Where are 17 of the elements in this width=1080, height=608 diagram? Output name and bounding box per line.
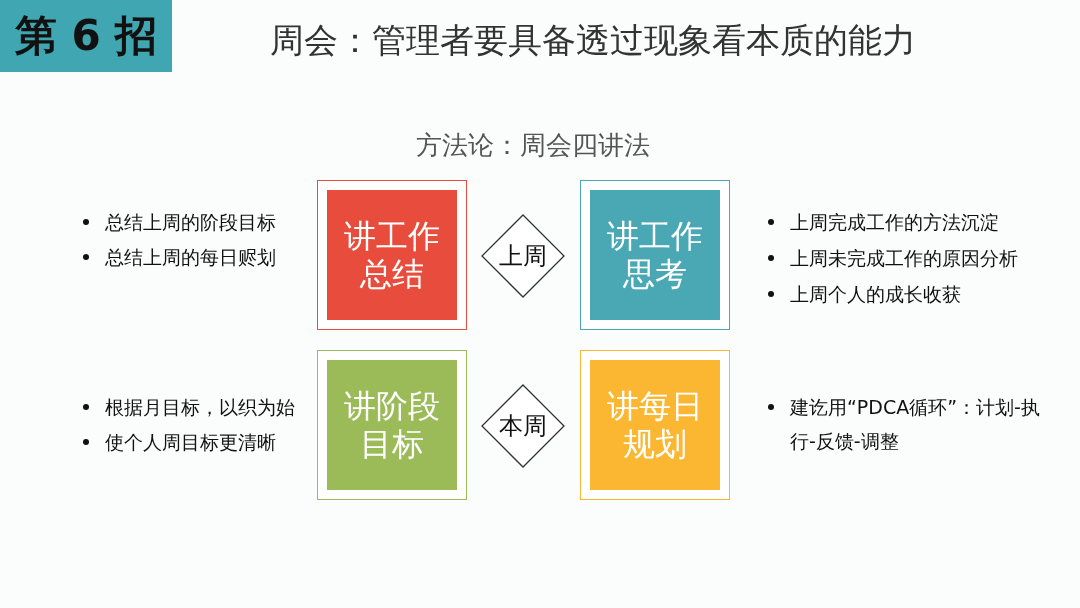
bullet-text: 建讫用“PDCA循环”：计划-执行-反馈-调整 xyxy=(790,395,1041,454)
topic-card: 讲工作思考 xyxy=(580,180,730,330)
bullet-text: 总结上周的每日赆划 xyxy=(105,245,277,270)
slide-title: 周会：管理者要具备透过现象看本质的能力 xyxy=(270,19,916,62)
bullet-text: 上周个人的成长收获 xyxy=(790,282,962,307)
topic-card: 讲工作总结 xyxy=(317,180,467,330)
bullet-text: 上周未完成工作的原因分析 xyxy=(790,246,1019,271)
bullet-text: 使个人周目标更清晰 xyxy=(105,430,277,455)
week-diamond: 上周 xyxy=(481,214,565,298)
week-diamond: 本周 xyxy=(481,384,565,468)
topic-card: 讲阶段目标 xyxy=(317,350,467,500)
bullet-text: 总结上周的阶段目标 xyxy=(105,210,277,235)
bullet-text: 上周完成工作的方法沉淀 xyxy=(790,210,1000,235)
step-tag: 第 6 招 xyxy=(0,0,172,72)
topic-card: 讲每日规划 xyxy=(580,350,730,500)
method-heading: 方法论：周会四讲法 xyxy=(416,130,651,160)
bullet-text: 根据月目标，以织为始 xyxy=(105,395,296,420)
